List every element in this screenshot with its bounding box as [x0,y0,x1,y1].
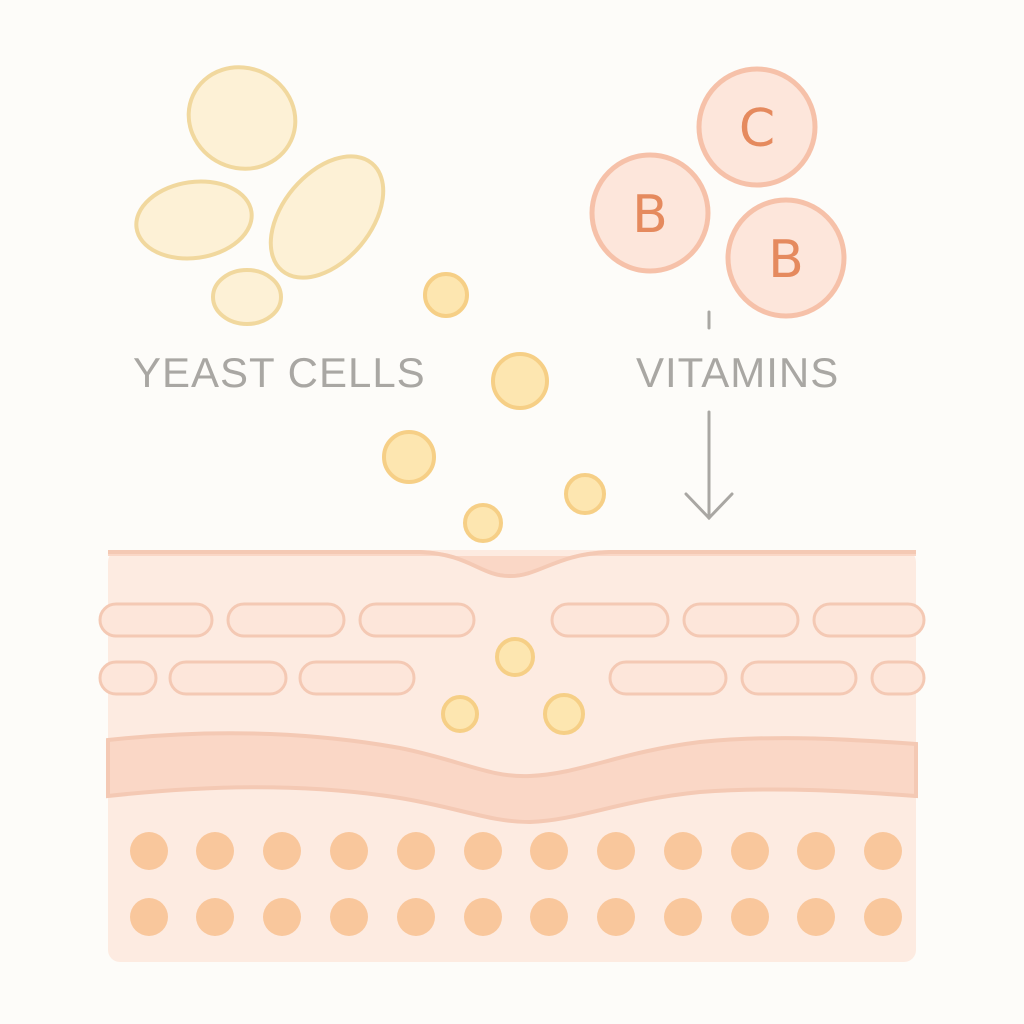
absorbed-particles [441,637,585,735]
particle [423,272,469,318]
down-arrow-icon [684,310,734,521]
dermis-band [106,731,918,825]
yeast-cells-group [134,65,386,326]
yeast-cell [186,65,298,171]
vitamin-c-bubble: C [696,66,818,188]
particle [382,430,436,484]
falling-particles [382,272,606,543]
skin-surface-line [108,550,916,579]
skin-cross-section [98,550,926,962]
yeast-cells-label: YEAST CELLS [133,349,426,396]
particle [441,695,479,733]
vitamin-b-bubble: B [589,152,711,274]
epidermis-row [98,660,926,696]
skin-surface [108,550,916,574]
vitamin-letter: C [739,99,775,159]
deep-cells-row [130,832,902,870]
vitamin-letter: B [632,185,668,245]
skin-block [108,550,916,962]
particle [564,473,606,515]
particle [463,503,503,543]
particle [491,352,549,410]
epidermis-row [98,602,926,638]
yeast-cell [134,179,254,261]
vitamins-label: VITAMINS [636,349,839,396]
yeast-cell [211,268,283,326]
vitamin-b-bubble: B [725,197,847,319]
deep-cells-row [130,898,902,936]
vitamin-letter: B [768,230,804,290]
particle [543,693,585,735]
yeast-cell [268,154,386,280]
particle [495,637,535,677]
